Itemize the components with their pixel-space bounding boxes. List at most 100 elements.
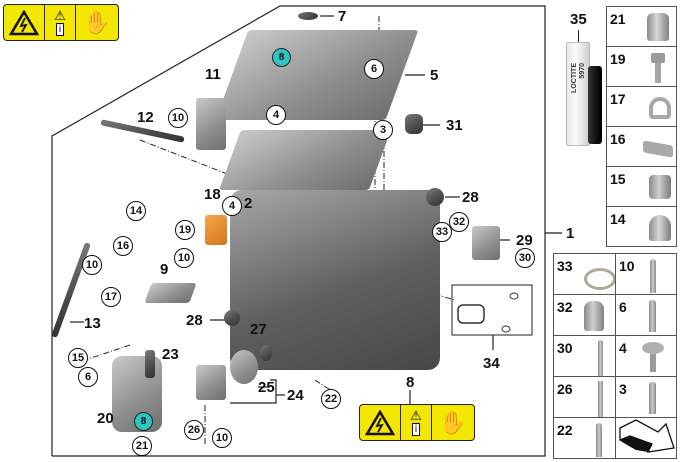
seal-ring-28-right[interactable] xyxy=(426,188,444,206)
bolt-shank xyxy=(655,63,661,83)
callout-8-highlight-bottom: 8 xyxy=(134,412,153,431)
manual-book-icon: i xyxy=(411,423,421,436)
caution-triangle-icon: ⚠ xyxy=(410,408,422,423)
sealant-tube[interactable]: LOCTITE 5970 xyxy=(566,42,590,146)
part-cell-10[interactable]: 10 xyxy=(615,253,677,295)
pump-24[interactable] xyxy=(196,365,226,400)
callout-5: 5 xyxy=(430,67,439,84)
sensor-31[interactable] xyxy=(405,114,423,134)
callout-9: 9 xyxy=(160,261,169,278)
part-cell-16[interactable]: 16 xyxy=(606,126,677,167)
assembly-frame xyxy=(51,5,546,457)
callout-29: 29 xyxy=(516,232,533,249)
callout-21: 21 xyxy=(132,436,152,456)
drain-plug-icon xyxy=(584,301,604,331)
part-number-26: 26 xyxy=(557,381,573,397)
flange-nut-icon xyxy=(649,175,671,199)
plate-25[interactable] xyxy=(230,350,258,384)
callout-31: 31 xyxy=(446,117,463,134)
manual-book-icon: i xyxy=(55,23,65,36)
callout-4-mid: 4 xyxy=(222,196,242,216)
callout-17: 17 xyxy=(101,287,121,307)
bolt-icon xyxy=(649,300,656,332)
sensor-23[interactable] xyxy=(145,350,155,378)
part-cell-14[interactable]: 14 xyxy=(606,206,677,247)
part-cell-19[interactable]: 19 xyxy=(606,46,677,87)
callout-12: 12 xyxy=(137,109,154,126)
callout-10-a: 10 xyxy=(168,108,188,128)
part-cell-6[interactable]: 6 xyxy=(615,294,677,336)
screw-shank xyxy=(650,354,656,372)
callout-24: 24 xyxy=(287,387,304,404)
callout-28-right: 28 xyxy=(462,189,479,206)
callout-10-b: 10 xyxy=(82,255,102,275)
callout-16: 16 xyxy=(113,236,133,256)
electric-motor-housing[interactable] xyxy=(230,190,440,370)
hv-warning-label-top: ⚠ i ✋ xyxy=(3,4,119,41)
callout-7: 7 xyxy=(338,8,347,25)
shield-plate-9[interactable] xyxy=(144,283,197,303)
plug-screw-icon xyxy=(647,13,669,41)
callout-6-top: 6 xyxy=(364,59,384,79)
part-number-14: 14 xyxy=(610,211,626,227)
part-cell-32[interactable]: 32 xyxy=(553,294,616,336)
callout-10-c: 10 xyxy=(174,248,194,268)
callout-8-label: 8 xyxy=(406,374,415,391)
part-number-3: 3 xyxy=(619,381,627,397)
part-number-4: 4 xyxy=(619,340,627,356)
part-number-19: 19 xyxy=(610,51,626,67)
power-electronics-housing[interactable] xyxy=(219,130,391,190)
callout-33: 33 xyxy=(432,222,452,242)
cover-seal-cap[interactable] xyxy=(298,12,318,20)
callout-27: 27 xyxy=(250,321,267,338)
part-number-10: 10 xyxy=(619,258,635,274)
callout-23: 23 xyxy=(162,346,179,363)
callout-19: 19 xyxy=(175,220,195,240)
seal-27[interactable] xyxy=(260,345,272,361)
callout-4-top: 4 xyxy=(266,105,286,125)
sealant-product: 5970 xyxy=(579,63,586,79)
electric-hand-icon: ✋ xyxy=(439,409,467,435)
part-number-32: 32 xyxy=(557,299,573,315)
orange-component-18[interactable] xyxy=(205,215,227,245)
caution-triangle-icon: ⚠ xyxy=(54,8,66,23)
callout-1: 1 xyxy=(566,225,575,242)
callout-28-left: 28 xyxy=(186,312,203,329)
part-number-6: 6 xyxy=(619,299,627,315)
part-cell-4[interactable]: 4 xyxy=(615,335,677,377)
bolt-icon xyxy=(596,423,602,457)
part-cell-33[interactable]: 33 xyxy=(553,253,616,295)
callout-20: 20 xyxy=(97,410,114,427)
part-cell-26[interactable]: 26 xyxy=(553,376,616,418)
part-cell-30[interactable]: 30 xyxy=(553,335,616,377)
long-bolt-icon xyxy=(598,340,603,376)
part-cell-3[interactable]: 3 xyxy=(615,376,677,418)
cap-nut-icon xyxy=(649,215,671,241)
power-electronics-cover[interactable] xyxy=(215,30,419,120)
sealant-leader xyxy=(578,30,579,42)
part-cell-22[interactable]: 22 xyxy=(553,417,616,459)
seal-ring-28-left[interactable] xyxy=(224,310,240,326)
callout-8-highlight-top: 8 xyxy=(272,48,291,67)
callout-26: 26 xyxy=(184,420,204,440)
seal-kit-box xyxy=(451,284,533,336)
callout-30: 30 xyxy=(515,248,535,268)
bracket-11[interactable] xyxy=(196,98,226,150)
callout-22: 22 xyxy=(321,389,341,409)
part-number-33: 33 xyxy=(557,258,573,274)
washer-screw-icon xyxy=(642,342,664,354)
bolt-icon xyxy=(650,259,656,293)
high-voltage-icon xyxy=(4,5,45,40)
part-cell-17[interactable]: 17 xyxy=(606,86,677,127)
sealing-ring-icon xyxy=(584,268,616,290)
part-cell-21[interactable]: 21 xyxy=(606,6,677,47)
callout-32: 32 xyxy=(449,212,469,232)
socket-bolt-icon xyxy=(598,381,603,417)
callout-14: 14 xyxy=(126,201,146,221)
part-number-22: 22 xyxy=(557,422,573,438)
component-29[interactable] xyxy=(472,226,500,260)
cable-clip-icon xyxy=(643,140,673,158)
part-cell-15[interactable]: 15 xyxy=(606,166,677,207)
callout-11: 11 xyxy=(205,66,221,83)
